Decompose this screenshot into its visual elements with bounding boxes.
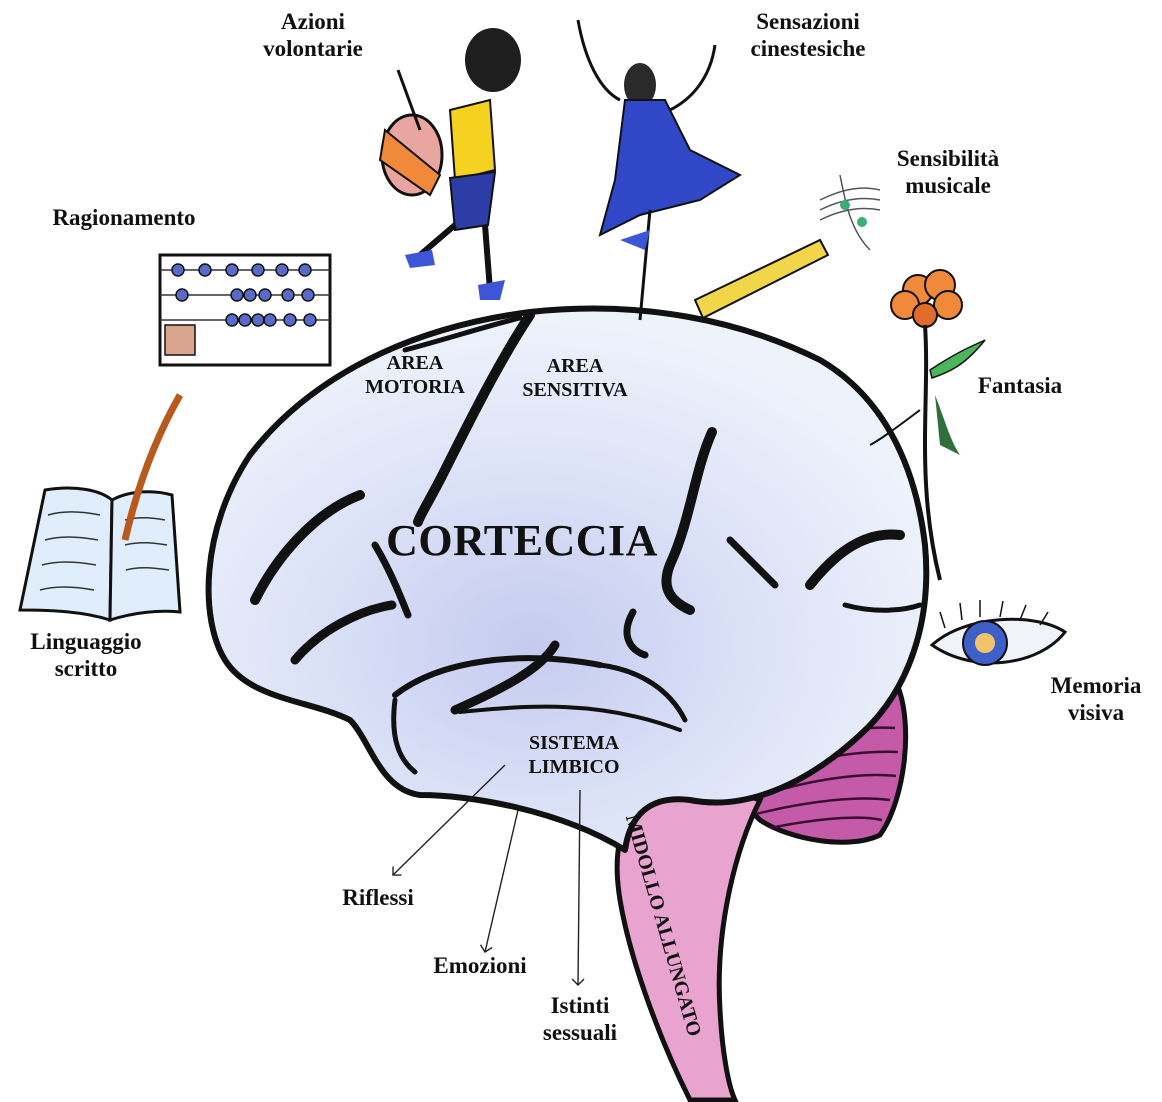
abacus-illustration [160,255,330,365]
label-musical-sensitivity-line1: Sensibilità [897,145,999,172]
label-written-language-line1: Linguaggio [30,628,141,655]
label-visual-memory-line2: visiva [1051,699,1142,726]
label-reflexes: Riflessi [342,884,414,911]
label-voluntary-actions: Azioni volontarie [263,8,363,62]
label-kinesthetic-sensations: Sensazioni cinestesiche [751,8,866,62]
label-emotions: Emozioni [433,952,526,979]
label-sensory-area: AREA SENSITIVA [522,355,627,402]
label-limbic-system: SISTEMA LIMBICO [528,732,619,779]
label-written-language: Linguaggio scritto [30,628,141,682]
label-reasoning: Ragionamento [52,204,195,231]
label-visual-memory-line1: Memoria [1051,672,1142,699]
label-motor-area-line2: MOTORIA [365,376,465,400]
dancer-illustration [578,20,740,320]
label-sexual-instincts-line2: sessuali [543,1019,617,1046]
label-fantasy: Fantasia [978,372,1062,399]
label-voluntary-actions-line2: volontarie [263,35,363,62]
label-motor-area: AREA MOTORIA [365,352,465,399]
book-illustration [20,395,180,620]
label-motor-area-line1: AREA [365,352,465,376]
label-voluntary-actions-line1: Azioni [263,8,363,35]
label-musical-sensitivity-line2: musicale [897,172,999,199]
label-kinesthetic-sensations-line2: cinestesiche [751,35,866,62]
label-sensory-area-line2: SENSITIVA [522,379,627,403]
label-cortex: CORTECCIA [386,515,658,567]
label-sensory-area-line1: AREA [522,355,627,379]
label-sexual-instincts: Istinti sessuali [543,992,617,1046]
label-limbic-system-line1: SISTEMA [528,732,619,756]
label-visual-memory: Memoria visiva [1051,672,1142,726]
drummer-illustration [380,28,521,300]
recorder-illustration [695,175,880,318]
label-limbic-system-line2: LIMBICO [528,756,619,780]
label-written-language-line2: scritto [30,655,141,682]
eye-illustration [932,600,1065,665]
label-sexual-instincts-line1: Istinti [543,992,617,1019]
label-musical-sensitivity: Sensibilità musicale [897,145,999,199]
label-kinesthetic-sensations-line1: Sensazioni [751,8,866,35]
